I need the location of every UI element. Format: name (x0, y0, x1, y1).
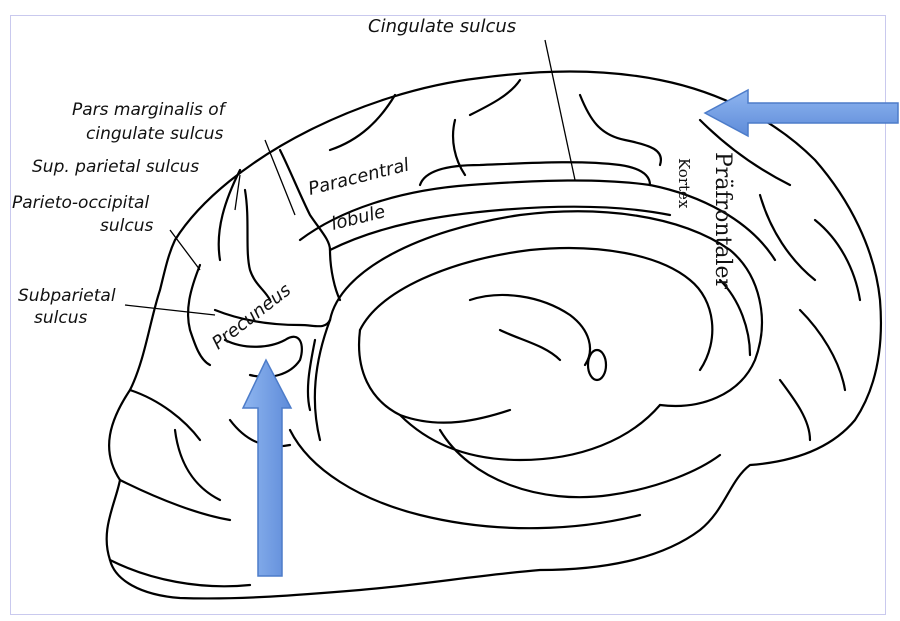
arrow-up-precuneus (243, 360, 291, 576)
leader-subparietal (125, 305, 215, 315)
label-paracentral-1: Paracentral (306, 155, 411, 200)
label-pars-marginalis-1: Pars marginalis of (72, 100, 228, 120)
label-kortex: Kortex (675, 158, 693, 209)
label-parieto-occipital-1: Parieto-occipital (12, 193, 149, 213)
label-pars-marginalis-2: cingulate sulcus (86, 124, 224, 144)
corpus-callosum (290, 211, 762, 528)
label-sup-parietal-sulcus: Sup. parietal sulcus (32, 157, 199, 177)
label-precuneus: Precuneus (208, 280, 295, 354)
label-cingulate-sulcus: Cingulate sulcus (368, 16, 516, 37)
label-parieto-occipital-2: sulcus (100, 216, 153, 236)
labels: Cingulate sulcus Pars marginalis of cing… (12, 16, 735, 354)
cingulate-gyrus (300, 80, 860, 440)
leader-parieto-occipital (170, 230, 200, 270)
label-subparietal-1: Subparietal (18, 286, 116, 306)
leader-cingulate (545, 40, 575, 180)
label-praefrontaler: Präfrontaler (710, 152, 735, 290)
arrow-left-prefrontal (705, 90, 898, 136)
label-subparietal-2: sulcus (34, 308, 87, 328)
